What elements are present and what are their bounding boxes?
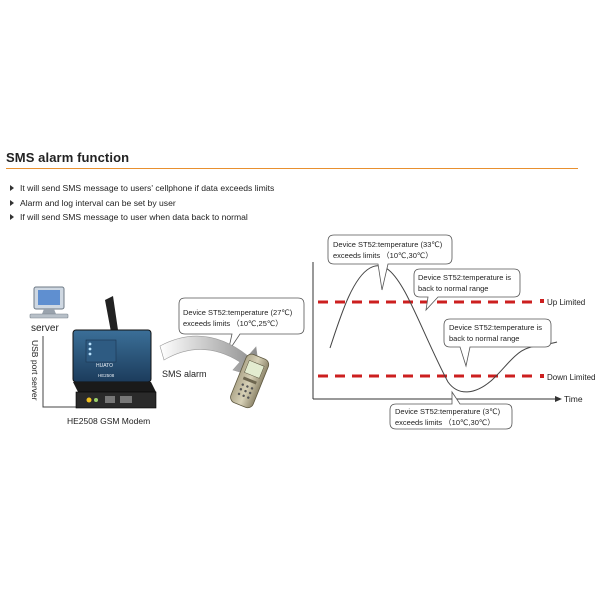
up-limit-marker: [540, 299, 544, 303]
feature-list: It will send SMS message to users' cellp…: [10, 181, 274, 225]
heading-underline: [6, 168, 578, 169]
server-label: server: [31, 323, 59, 334]
usb-port-label: USB port server: [30, 340, 40, 401]
up-limit-label: Up Limited: [547, 298, 585, 307]
usb-cable: [42, 336, 78, 408]
time-axis-label: Time: [564, 394, 583, 404]
gsm-modem: HUATO HE2508: [72, 296, 157, 409]
sms-bubble-line1: Device ST52:temperature (27℃): [183, 308, 293, 317]
modem-caption: HE2508 GSM Modem: [67, 416, 150, 426]
callout-normal1-line2: back to normal range: [418, 284, 488, 293]
feature-item: Alarm and log interval can be set by use…: [10, 196, 274, 211]
callout-top-line1: Device ST52:temperature (33℃): [333, 240, 443, 249]
sms-alarm-label: SMS alarm: [162, 369, 207, 379]
feature-item: If will send SMS message to user when da…: [10, 210, 274, 225]
feature-text: If will send SMS message to user when da…: [20, 212, 248, 222]
sms-bubble: Device ST52:temperature (27℃) exceeds li…: [178, 297, 305, 353]
server-computer: [29, 286, 69, 319]
callout-normal2-line1: Device ST52:temperature is: [449, 323, 542, 332]
callout-back-normal-1: Device ST52:temperature is back to norma…: [413, 268, 521, 312]
down-limit-marker: [540, 374, 544, 378]
temperature-curve: [329, 265, 558, 393]
callout-bottom-line1: Device ST52:temperature (3℃): [395, 407, 501, 416]
bullet-arrow-icon: [10, 199, 14, 206]
modem-brand: HUATO: [96, 363, 113, 369]
feature-text: It will send SMS message to users' cellp…: [20, 183, 275, 193]
sms-bubble-line2: exceeds limits （10℃,25℃）: [183, 319, 283, 328]
modem-model: HE2508: [98, 373, 115, 378]
callout-back-normal-2: Device ST52:temperature is back to norma…: [443, 318, 552, 368]
callout-normal2-line2: back to normal range: [449, 334, 519, 343]
bullet-arrow-icon: [10, 214, 14, 220]
feature-text: Alarm and log interval can be set by use…: [20, 197, 176, 208]
graph-axes: [312, 262, 562, 402]
callout-top-line2: exceeds limits （10℃,30℃）: [333, 251, 433, 260]
phone-icon: [230, 353, 270, 409]
callout-bottom-exceed: Device ST52:temperature (3℃) exceeds lim…: [389, 390, 513, 430]
feature-item: It will send SMS message to users' cellp…: [10, 181, 274, 196]
bullet-arrow-icon: [10, 185, 14, 191]
callout-normal1-line1: Device ST52:temperature is: [418, 273, 511, 282]
section-heading: SMS alarm function: [6, 150, 130, 165]
callout-bottom-line2: exceeds limits （10℃,30℃）: [395, 418, 495, 427]
down-limit-label: Down Limited: [547, 373, 595, 382]
callout-top-exceed: Device ST52:temperature (33℃) exceeds li…: [327, 234, 453, 291]
